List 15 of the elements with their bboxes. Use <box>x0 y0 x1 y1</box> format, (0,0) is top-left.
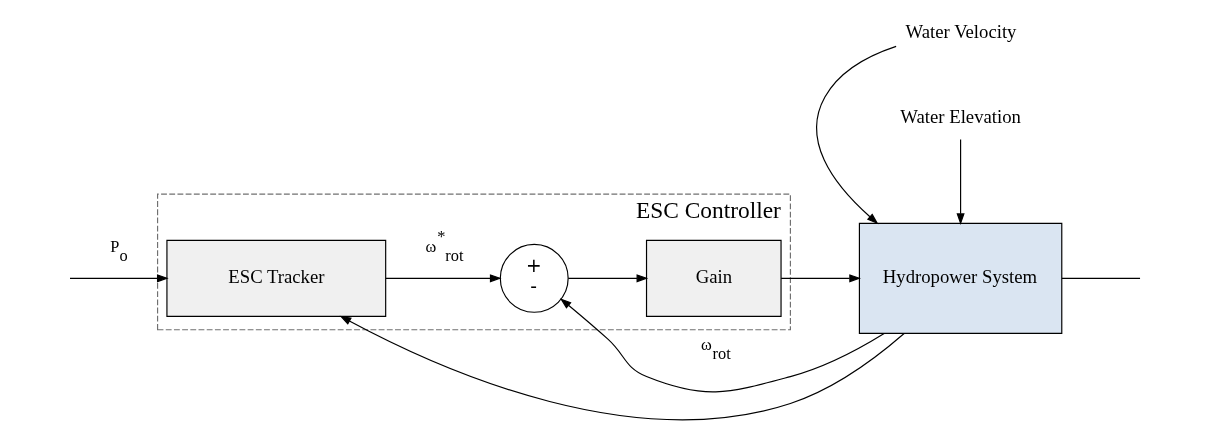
connector <box>1060 277 1141 279</box>
node-box: ESC Tracker <box>165 239 386 317</box>
arrow <box>384 274 502 283</box>
arrow <box>339 315 905 421</box>
arrow <box>567 274 648 283</box>
arrow <box>68 274 169 283</box>
node-circle: + - <box>499 243 569 313</box>
arrow <box>815 45 897 225</box>
node-text: Water Velocity <box>905 21 1016 43</box>
arrow <box>559 298 885 393</box>
arrow <box>780 274 861 283</box>
arrow <box>956 138 965 225</box>
node-box: Hydropower System <box>858 222 1062 334</box>
node-box: Gain <box>645 239 782 317</box>
node-text: Water Elevation <box>899 105 1021 127</box>
